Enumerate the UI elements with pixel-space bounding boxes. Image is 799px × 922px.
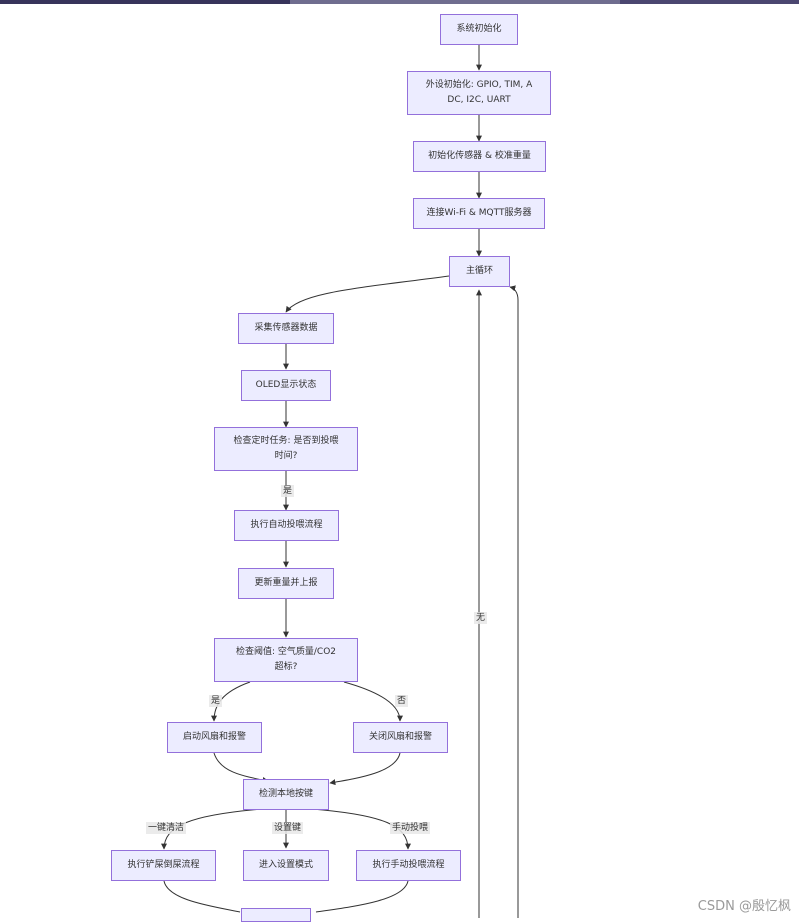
node-sensor-init: 初始化传感器 & 校准重量 xyxy=(413,141,546,172)
edge-keys-manual xyxy=(311,808,411,850)
csdn-watermark: CSDN @殷忆枫 xyxy=(697,899,791,914)
node-peripheral-init: 外设初始化: GPIO, TIM, ADC, I2C, UART xyxy=(407,71,551,115)
edge-label-timer-yes: 是 xyxy=(281,485,295,497)
edge-label-key-settings: 设置键 xyxy=(272,822,304,834)
node-bottom-partial xyxy=(241,908,311,922)
edge-label-threshold-yes: 是 xyxy=(209,695,223,707)
node-main-loop: 主循环 xyxy=(449,256,510,287)
edge-manual-bottom xyxy=(315,880,409,913)
node-check-timer-task: 检查定时任务: 是否到投喂时间? xyxy=(214,427,358,471)
node-auto-feed: 执行自动投喂流程 xyxy=(234,510,339,541)
edge-label-key-manual: 手动投喂 xyxy=(390,822,431,834)
node-check-threshold: 检查阈值: 空气质量/CO2超标? xyxy=(214,638,358,682)
edge-fanoff-keys xyxy=(329,752,401,786)
edge-loop-collect xyxy=(285,275,450,313)
edge-litter-bottom xyxy=(163,880,241,913)
node-settings-mode: 进入设置模式 xyxy=(243,850,329,881)
node-wifi-connect: 连接Wi-Fi & MQTT服务器 xyxy=(413,198,545,229)
edge-fanon-keys xyxy=(213,752,269,783)
edge-label-timer-no: 无 xyxy=(474,612,488,624)
node-fan-on-alarm: 启动风扇和报警 xyxy=(167,722,262,753)
edge-label-key-clean: 一键清洁 xyxy=(146,822,187,834)
node-manual-feed: 执行手动投喂流程 xyxy=(356,850,461,881)
top-border-bar xyxy=(0,0,799,4)
edge-threshold-fanoff xyxy=(343,681,403,722)
edge-label-threshold-no: 否 xyxy=(395,695,409,707)
node-oled-display: OLED显示状态 xyxy=(241,370,331,401)
node-check-local-keys: 检测本地按键 xyxy=(243,779,329,810)
node-fan-off-alarm: 关闭风扇和报警 xyxy=(353,722,448,753)
node-litter-cleaning: 执行铲屎倒屎流程 xyxy=(111,850,216,881)
node-update-weight: 更新重量并上报 xyxy=(238,568,334,599)
edge-return-loop xyxy=(509,285,519,918)
node-system-init: 系统初始化 xyxy=(440,14,518,45)
node-collect-sensor-data: 采集传感器数据 xyxy=(238,313,334,344)
